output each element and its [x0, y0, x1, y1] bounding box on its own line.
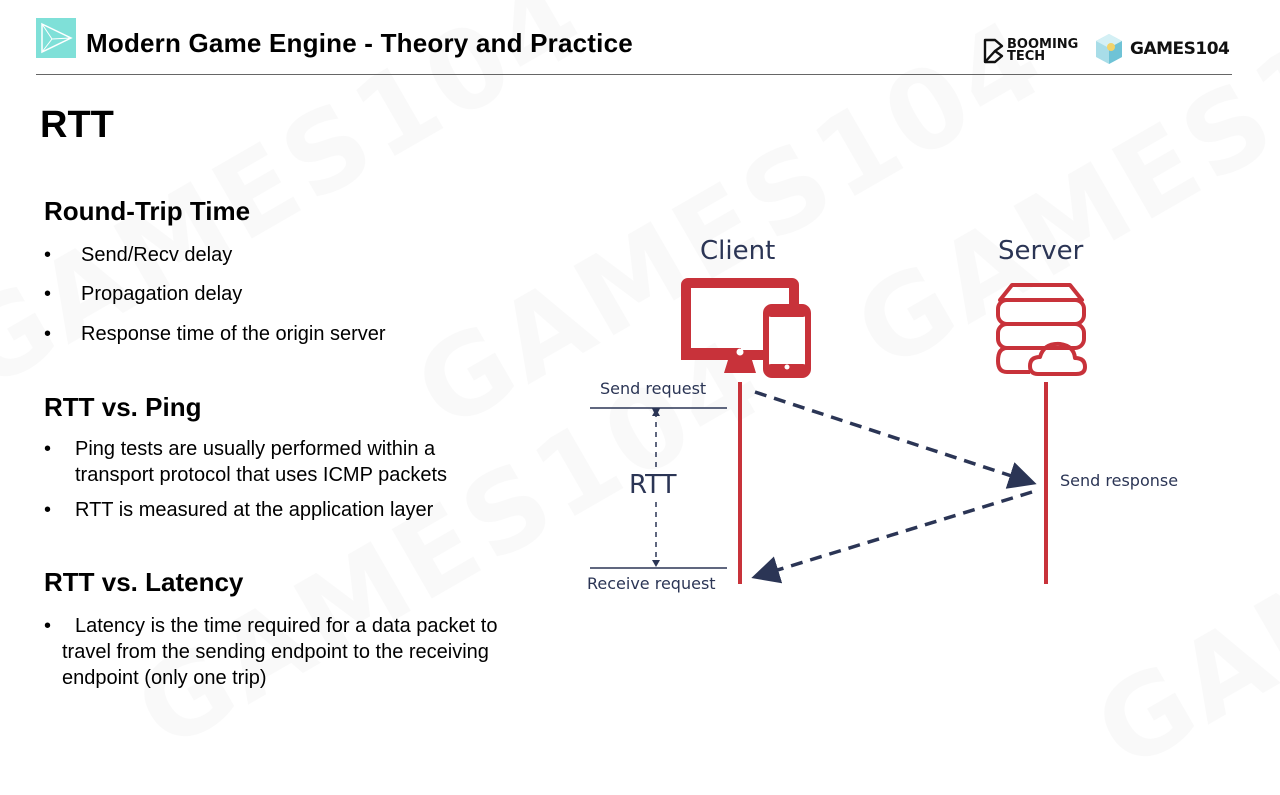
bullet-text-continuation: transport protocol that uses ICMP packet…: [75, 464, 448, 486]
send-request-label: Send request: [600, 379, 707, 398]
receive-request-label: Receive request: [587, 574, 716, 593]
bullet-icon: •: [44, 244, 52, 266]
section-heading-rtt-vs-latency: RTT vs. Latency: [44, 567, 244, 597]
server-cloud-icon: [996, 283, 1087, 376]
section-heading-rtt-vs-ping: RTT vs. Ping: [44, 392, 202, 422]
bullet-text: Response time of the origin server: [81, 323, 386, 345]
bullet-text: RTT is measured at the application layer: [75, 499, 434, 521]
tech-text: TECH: [1007, 49, 1046, 64]
diagram-canvas: [590, 278, 1087, 584]
client-label: Client: [700, 236, 776, 266]
booming-tech-icon: [983, 38, 1004, 64]
bullet-text: Latency is the time required for a data …: [75, 615, 498, 637]
rtt-label: RTT: [627, 470, 679, 500]
server-label: Server: [998, 236, 1084, 266]
course-logo: [36, 18, 76, 58]
games104-text: GAMES104: [1130, 39, 1230, 59]
request-arrow: [754, 390, 1037, 489]
bullet-text: Send/Recv delay: [81, 244, 233, 266]
bullet-text-continuation: travel from the sending endpoint to the …: [62, 641, 489, 663]
response-arrow: [751, 490, 1033, 584]
course-title: Modern Game Engine - Theory and Practice: [86, 28, 633, 58]
bullet-icon: •: [44, 499, 52, 521]
bullet-text: Ping tests are usually performed within …: [75, 438, 436, 460]
games104-logo: GAMES104: [1094, 32, 1230, 66]
bullet-icon: •: [44, 283, 52, 305]
slide-title: RTT: [40, 104, 114, 146]
section-heading-round-trip-time: Round-Trip Time: [44, 196, 251, 226]
bullet-icon: •: [44, 323, 52, 345]
booming-text: BOOMING: [1007, 37, 1079, 52]
cube-icon: [1096, 34, 1122, 64]
rtt-arrow-down-icon: [652, 560, 660, 567]
header-divider: [36, 74, 1232, 75]
rtt-arrow-up-icon: [652, 409, 660, 416]
bullet-icon: •: [44, 615, 52, 637]
send-response-label: Send response: [1060, 471, 1179, 490]
play-triangle-icon: [41, 22, 73, 54]
bullet-text-continuation: endpoint (only one trip): [62, 667, 267, 689]
bullet-icon: •: [44, 438, 52, 460]
booming-tech-logo: BOOMING TECH: [983, 36, 1078, 66]
rtt-diagram: Client Server Send request Receive reque…: [580, 230, 1220, 610]
client-device-icon: [681, 278, 811, 378]
bullet-text: Propagation delay: [81, 283, 243, 305]
